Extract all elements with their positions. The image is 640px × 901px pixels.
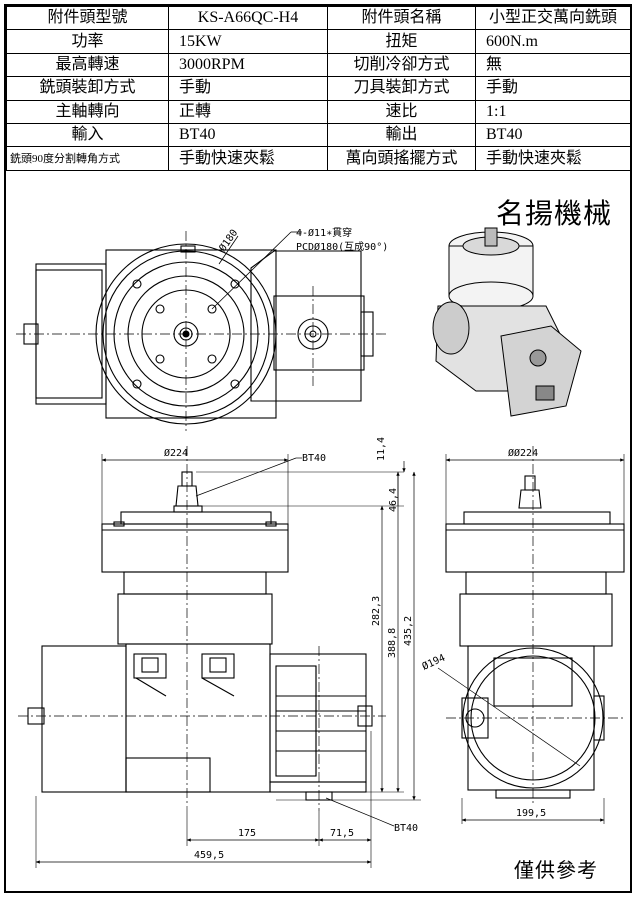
spec-label: 刀具裝卸方式: [327, 76, 476, 101]
spec-value: BT40: [475, 122, 631, 148]
front-view: [18, 446, 421, 868]
dim-175: 175: [238, 828, 256, 839]
spec-label: 銑頭裝卸方式: [6, 76, 169, 101]
dim-459-5: 459,5: [194, 850, 224, 861]
dim-435-2: 435,2: [403, 616, 414, 646]
spec-row: 銑頭裝卸方式手動刀具裝卸方式手動: [6, 76, 631, 101]
spec-label: 最高轉速: [6, 52, 169, 78]
spec-label: 輸入: [6, 122, 169, 148]
hole-note-2: PCDØ180(互成90°): [296, 241, 388, 253]
spec-value: 手動快速夾鬆: [168, 146, 328, 171]
spec-value: 1:1: [475, 99, 631, 124]
spec-value: 3000RPM: [168, 52, 328, 78]
top-view: [16, 231, 386, 431]
spec-label: 扭矩: [327, 29, 476, 54]
front-top-dia: Ø224: [164, 447, 188, 459]
dim-11-4: 11,4: [376, 437, 387, 461]
technical-drawing: Ø180 4-Ø11∗貫穿 PCDØ180(互成90°): [16, 226, 625, 868]
side-top-dia: ØØ224: [508, 447, 538, 459]
dim-388-8: 388,8: [387, 628, 398, 658]
footer-note: 僅供參考: [514, 858, 598, 882]
side-view: [437, 446, 625, 824]
spec-value: 無: [475, 52, 631, 78]
spec-value: 小型正交萬向銑頭: [475, 5, 631, 31]
side-dia-194: Ø194: [420, 652, 447, 673]
spec-label: 主軸轉向: [6, 99, 169, 124]
spec-label: 銑頭90度分割轉角方式: [6, 146, 169, 171]
spec-row: 銑頭90度分割轉角方式手動快速夾鬆萬向頭搖擺方式手動快速夾鬆: [6, 146, 631, 171]
dim-199-5: 199,5: [516, 808, 546, 819]
hole-note-1: 4-Ø11∗貫穿: [296, 226, 352, 239]
spec-label: 附件頭型號: [6, 5, 169, 31]
spec-label: 切削冷卻方式: [327, 52, 476, 78]
brand-name: 名揚機械: [495, 197, 612, 230]
spec-value: KS-A66QC-H4: [168, 5, 328, 31]
iso-view: [432, 227, 582, 417]
dim-71-5: 71,5: [330, 828, 354, 839]
dim-282-3: 282,3: [371, 596, 382, 626]
front-output-label: BT40: [394, 823, 418, 834]
spec-value: 600N.m: [475, 29, 631, 54]
dim-46-4: 46,4: [388, 488, 399, 512]
front-input-label: BT40: [302, 453, 326, 464]
spec-value: 手動快速夾鬆: [475, 146, 631, 171]
spec-label: 萬向頭搖擺方式: [327, 146, 476, 171]
spec-value: 手動: [168, 76, 328, 101]
